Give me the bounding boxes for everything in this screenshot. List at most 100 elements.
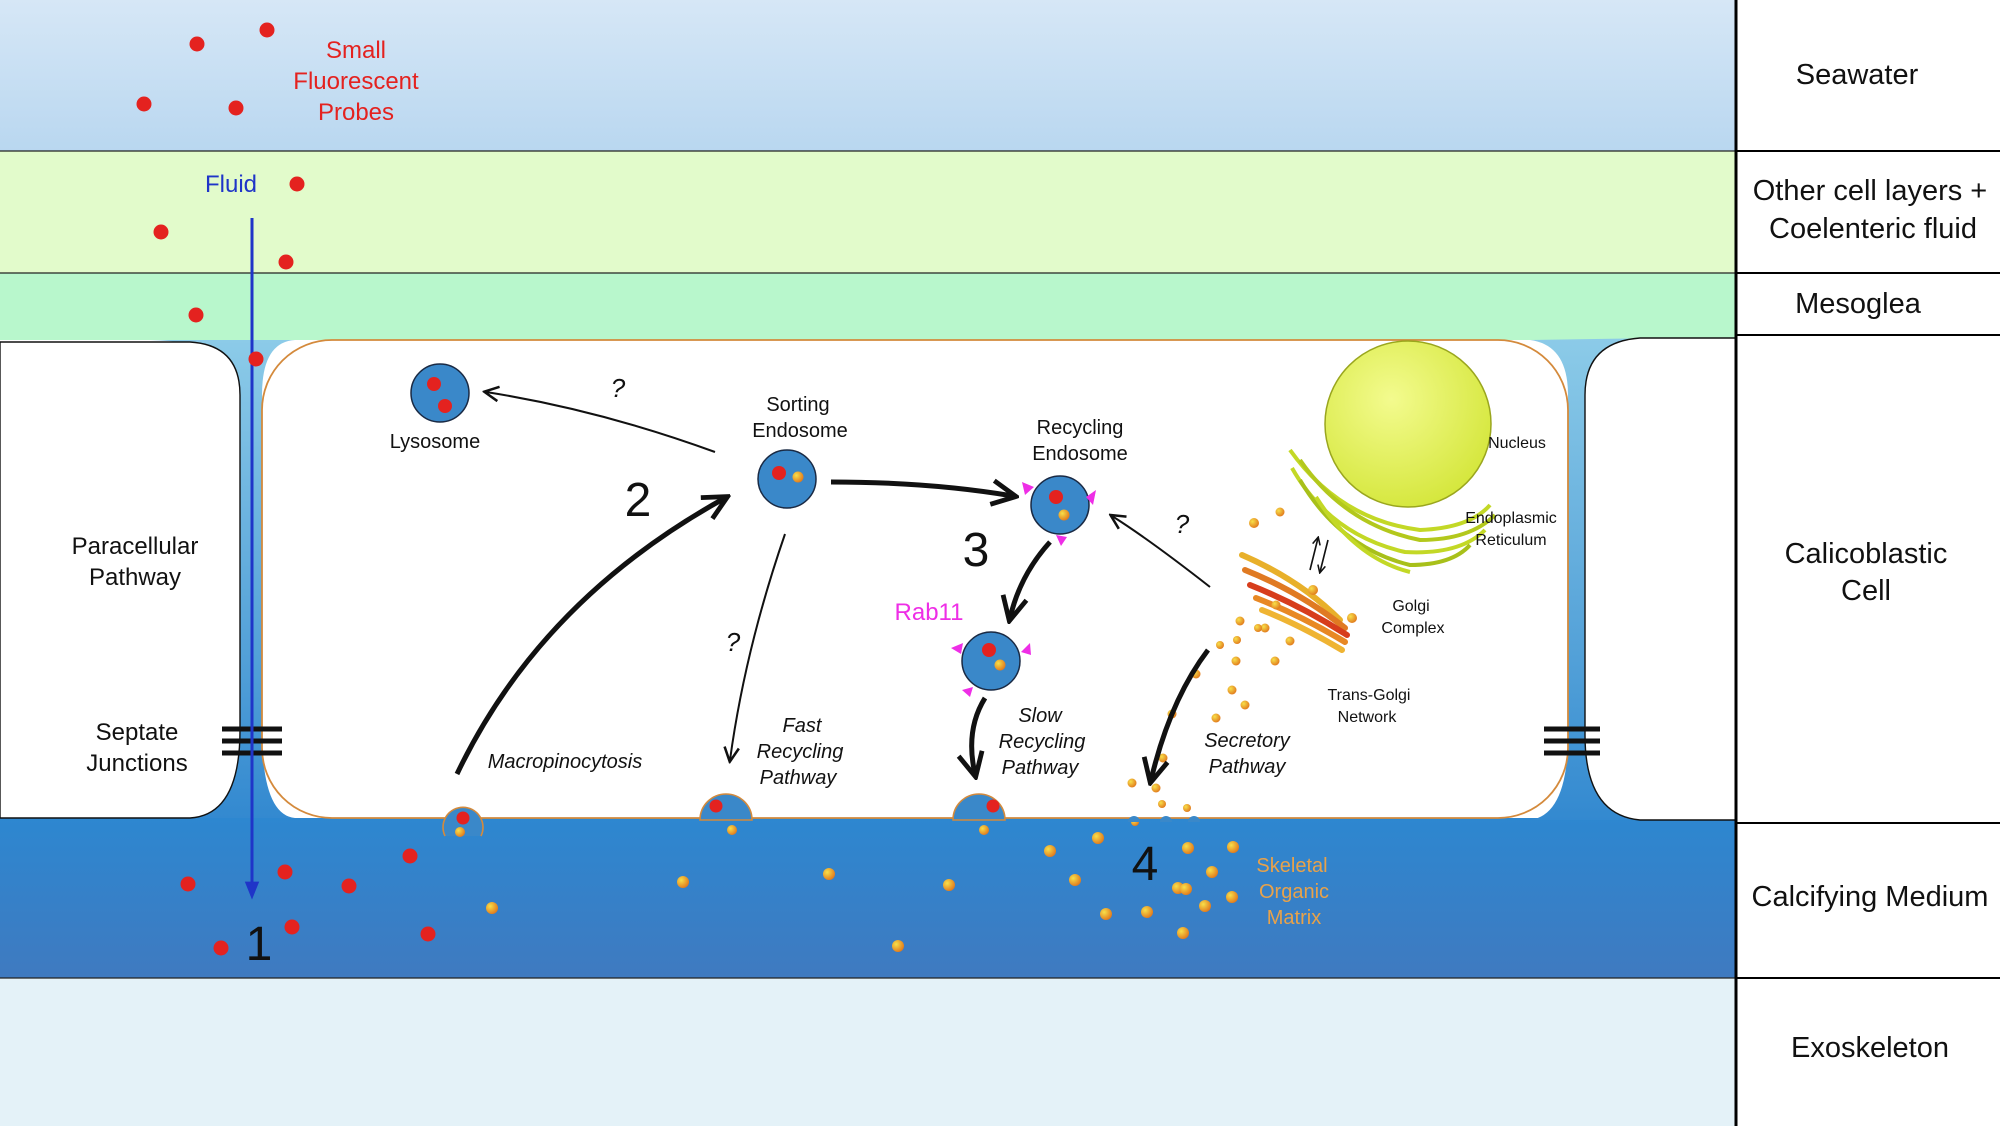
probe-dot <box>136 96 152 112</box>
probe-dot <box>228 100 244 116</box>
macropinocytosis-label: Macropinocytosis <box>488 751 643 773</box>
rab11-marker <box>962 687 973 697</box>
rab11-label: Rab11 <box>895 599 964 626</box>
nucleus <box>1324 340 1492 508</box>
fluorescent-probes <box>136 22 436 956</box>
septate-junction-right <box>1544 726 1600 756</box>
rab11-vesicle <box>951 631 1031 697</box>
probe-dot <box>213 940 229 956</box>
rab11-marker <box>951 643 963 654</box>
layer-label-calcifying-medium: Calcifying Medium <box>1752 881 1989 913</box>
macropinocytosis-vesicle <box>442 806 484 837</box>
slow-recycling-label: Pathway <box>1002 757 1080 779</box>
step-number-3: 3 <box>963 524 990 577</box>
arrow-recycling-to-rab11 <box>1010 540 1052 618</box>
neighbor-cell-right <box>1584 337 1737 821</box>
septate-label: Junctions <box>86 750 187 777</box>
question-mark-golgi: ? <box>1175 509 1190 539</box>
rab11-marker <box>1086 490 1096 505</box>
probe-dot <box>248 351 264 367</box>
layer-label-mesoglea: Mesoglea <box>1795 288 1922 320</box>
er-label: Reticulum <box>1475 532 1546 549</box>
sorting-endosome-label: Sorting <box>766 394 829 416</box>
septate-label: Septate <box>96 719 179 746</box>
recycling-endosome <box>1022 475 1096 546</box>
slow-recycling-label: Slow <box>1018 705 1063 727</box>
arrow-golgi-to-recycling <box>1112 516 1211 588</box>
slow-recycling-vesicle <box>952 793 1006 835</box>
question-mark-lysosome: ? <box>611 373 626 403</box>
layer-label-seawater: Seawater <box>1796 59 1919 91</box>
probes-label: Probes <box>318 99 394 126</box>
secretory-label: Pathway <box>1209 756 1287 778</box>
fluid-label: Fluid <box>205 171 257 198</box>
exocytosis-sites <box>1128 816 1200 822</box>
secretory-label: Secretory <box>1204 730 1291 752</box>
step-number-1: 1 <box>246 918 273 971</box>
endoplasmic-reticulum <box>1288 448 1497 574</box>
fast-recycling-vesicle <box>699 793 753 835</box>
probe-dot <box>259 22 275 38</box>
sorting-endosome-label: Endosome <box>752 420 848 442</box>
probe-dot <box>420 926 436 942</box>
fast-recycling-label: Recycling <box>757 741 844 763</box>
skeletal-matrix-label: Matrix <box>1267 907 1321 929</box>
skeletal-matrix-label: Organic <box>1259 881 1329 903</box>
tgn-label: Network <box>1338 709 1398 726</box>
probe-dot <box>189 36 205 52</box>
probe-dot <box>277 864 293 880</box>
arrow-slow-recycling <box>972 696 988 774</box>
legend-column <box>1736 0 2000 1126</box>
layer-label-exoskeleton: Exoskeleton <box>1791 1032 1949 1064</box>
paracellular-label: Paracellular <box>72 533 199 560</box>
mesoglea-layer <box>0 273 1736 340</box>
layer-label-other-cells: Coelenteric fluid <box>1769 213 1977 245</box>
step-number-2: 2 <box>625 474 652 527</box>
layer-label-calicoblastic: Cell <box>1841 575 1891 607</box>
probe-dot <box>153 224 169 240</box>
nucleus-label: Nucleus <box>1488 435 1546 452</box>
paracellular-label: Pathway <box>89 564 181 591</box>
step-number-4: 4 <box>1132 838 1159 891</box>
arrow-sorting-to-recycling <box>830 482 1013 496</box>
arrow-macropinocytosis <box>454 498 725 776</box>
golgi-label: Golgi <box>1392 598 1429 615</box>
seawater-layer <box>0 0 1736 151</box>
recycling-endosome-label: Endosome <box>1032 443 1128 465</box>
probe-dot <box>180 876 196 892</box>
sorting-endosome <box>757 449 817 509</box>
golgi-complex <box>1239 552 1350 653</box>
golgi-exchange-arrows <box>1309 538 1329 572</box>
arrow-sorting-to-lysosome <box>486 392 716 453</box>
fast-recycling-label: Pathway <box>760 767 838 789</box>
exoskeleton-layer <box>0 978 1736 1126</box>
fast-recycling-label: Fast <box>783 715 823 737</box>
golgi-label: Complex <box>1381 620 1444 637</box>
arrow-fast-recycling <box>730 533 786 760</box>
calicoblastic-cell <box>261 339 1569 819</box>
probe-dot <box>188 307 204 323</box>
arrow-secretory <box>1151 648 1210 780</box>
recycling-endosome-label: Recycling <box>1037 417 1124 439</box>
tgn-label: Trans-Golgi <box>1328 687 1411 704</box>
skeletal-matrix-beads <box>486 832 1239 952</box>
calcifying-medium-layer <box>0 818 1736 978</box>
other-cells-layer <box>0 151 1736 273</box>
er-label: Endoplasmic <box>1465 510 1557 527</box>
question-mark-fast: ? <box>726 627 741 657</box>
paracellular-channel-left <box>150 340 295 818</box>
layer-label-calicoblastic: Calicoblastic <box>1785 538 1948 570</box>
lysosome-label: Lysosome <box>390 431 480 453</box>
slow-recycling-label: Recycling <box>999 731 1086 753</box>
probes-label: Fluorescent <box>293 68 419 95</box>
probe-dot <box>402 848 418 864</box>
probe-dot <box>278 254 294 270</box>
probe-dot <box>341 878 357 894</box>
probes-label: Small <box>326 37 386 64</box>
probe-dot <box>289 176 305 192</box>
lysosome <box>410 363 470 423</box>
rab11-marker <box>1022 482 1034 495</box>
skeletal-matrix-label: Skeletal <box>1256 855 1327 877</box>
pathway-arrows <box>454 392 1211 780</box>
